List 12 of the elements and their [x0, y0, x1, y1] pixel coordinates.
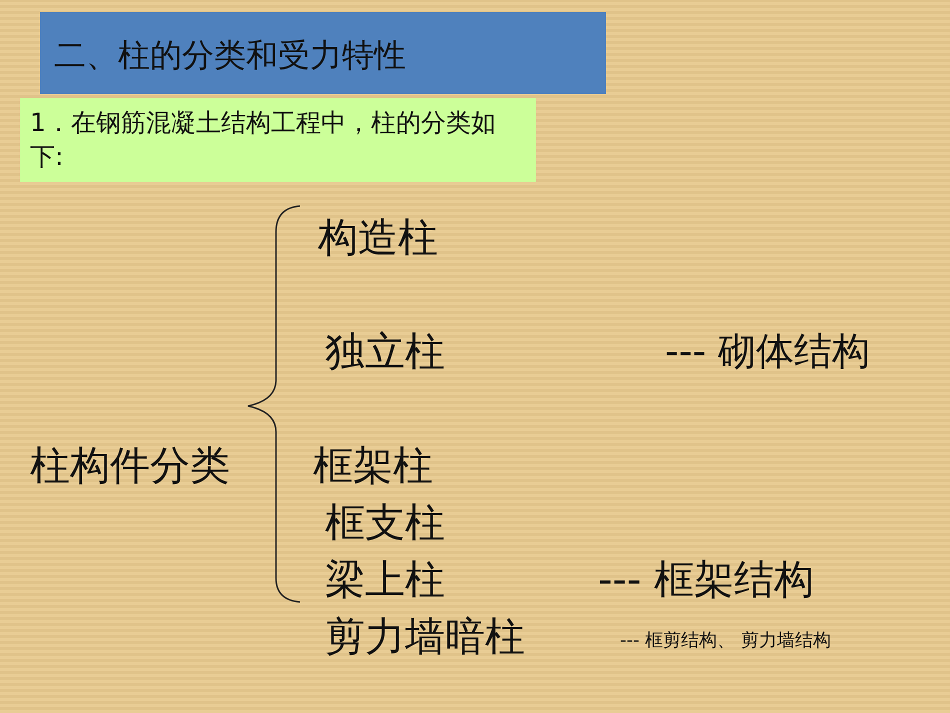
slide-title: 二、柱的分类和受力特性	[40, 12, 606, 94]
category-label: 框支柱	[325, 499, 445, 548]
category-label: 构造柱	[318, 214, 438, 263]
intro-box: 1．在钢筋混凝土结构工程中，柱的分类如下:	[20, 98, 536, 182]
structure-note: --- 框架结构	[598, 556, 814, 605]
structure-note: --- 框剪结构、 剪力墙结构	[620, 629, 831, 652]
category-label: 剪力墙暗柱	[325, 613, 525, 662]
category-label: 框架柱	[313, 442, 433, 491]
root-label: 柱构件分类	[30, 442, 230, 491]
structure-note: --- 砌体结构	[665, 328, 870, 375]
category-label: 独立柱	[325, 328, 445, 377]
category-label: 梁上柱	[325, 556, 445, 605]
